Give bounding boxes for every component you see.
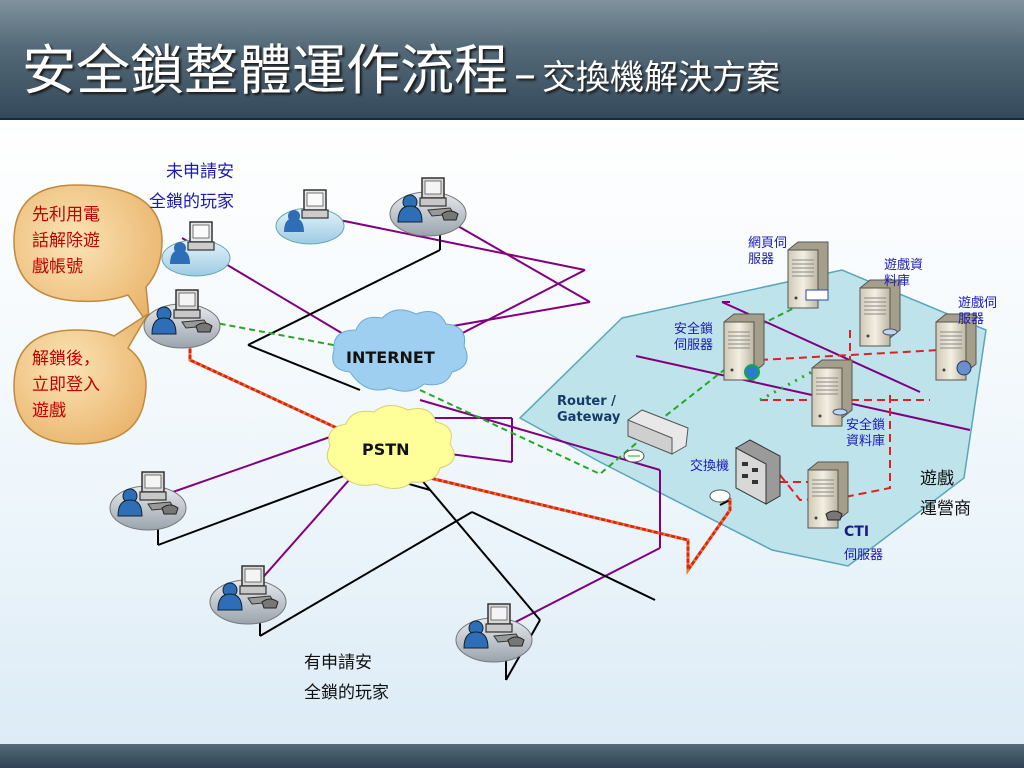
title-bar: 安全鎖整體運作流程–交換機解決方案 — [0, 0, 1024, 120]
web-server-label: 網頁伺 服器 — [748, 236, 787, 268]
web-page-icon — [805, 289, 829, 301]
slide-title: 安全鎖整體運作流程–交換機解決方案 — [22, 26, 780, 105]
pstn-cloud — [326, 405, 455, 489]
label-line: 遊戲 — [920, 469, 954, 489]
lock-server-label: 安全鎖 伺服器 — [674, 322, 713, 354]
database-icon — [832, 408, 848, 416]
internet-cloud — [332, 309, 468, 392]
player-pc-registered-1 — [110, 472, 186, 530]
title-separator: – — [514, 49, 536, 100]
cti-label: CTI — [844, 524, 870, 540]
label-unregistered-players: 未申請安 全鎖的玩家 — [149, 157, 234, 217]
bubble-line: 立即登入 — [32, 375, 100, 395]
bubble-call — [13, 184, 163, 328]
bubble-line: 解鎖後， — [32, 349, 100, 369]
player-pc-unregistered-1 — [161, 221, 231, 277]
bubble-call-text: 先利用電 話解除遊 戲帳號 — [32, 202, 100, 280]
label-line: 服器 — [958, 312, 985, 327]
title-subtitle: 交換機解決方案 — [542, 58, 780, 98]
label-line: 伺服器 — [674, 338, 714, 353]
bubble-unlock — [13, 313, 149, 445]
game-db-label: 遊戲資 料庫 — [884, 258, 923, 290]
player-pc-registered-3 — [456, 604, 532, 662]
phone-icon — [825, 510, 843, 521]
bubble-line: 先利用電 — [32, 205, 100, 225]
label-line: 有申請安 — [304, 653, 372, 673]
game-server-label: 遊戲伺 服器 — [958, 296, 997, 328]
label-line: 未申請安 — [166, 162, 234, 182]
bubble-line: 話解除遊 — [32, 231, 100, 251]
pstn-label: PSTN — [362, 440, 410, 459]
operator-label: 遊戲 運營商 — [920, 464, 971, 524]
switch-device — [735, 439, 781, 505]
network-diagram — [13, 120, 987, 681]
label-line: 運營商 — [920, 499, 971, 519]
title-main: 安全鎖整體運作流程 — [22, 39, 508, 102]
globe-icon — [744, 364, 760, 380]
database-icon — [882, 328, 898, 336]
label-line: Router / — [557, 394, 616, 409]
game-service-icon — [956, 360, 972, 376]
label-line: 全鎖的玩家 — [149, 192, 234, 212]
label-line: 遊戲資 — [884, 258, 924, 273]
player-pc-top — [390, 178, 466, 236]
label-line: 服器 — [748, 252, 775, 267]
bubble-unlock-text: 解鎖後， 立即登入 遊戲 — [32, 346, 100, 424]
bubble-line: 戲帳號 — [32, 257, 83, 277]
switch-port — [709, 489, 731, 503]
player-pc-unregistered-2 — [275, 189, 345, 245]
label-line: 遊戲伺 — [958, 296, 998, 311]
label-registered-players: 有申請安 全鎖的玩家 — [304, 648, 389, 708]
label-line: 安全鎖 — [674, 322, 714, 337]
lock-db-label: 安全鎖 資料庫 — [846, 418, 885, 450]
label-line: Gateway — [557, 410, 621, 425]
switch-label: 交換機 — [690, 459, 730, 474]
bubble-line: 遊戲 — [32, 401, 66, 421]
label-line: 料庫 — [884, 274, 911, 289]
label-line: 安全鎖 — [846, 418, 886, 433]
footer-bar — [0, 744, 1024, 768]
label-line: 資料庫 — [846, 434, 886, 449]
router-device — [623, 409, 689, 463]
player-pc-bubble — [144, 290, 220, 348]
internet-label: INTERNET — [346, 348, 435, 367]
router-label: Router / Gateway — [557, 394, 620, 426]
cti-server-label: 伺服器 — [844, 548, 884, 563]
label-line: 網頁伺 — [748, 236, 788, 251]
player-pc-registered-2 — [210, 566, 286, 624]
label-line: 全鎖的玩家 — [304, 683, 389, 703]
